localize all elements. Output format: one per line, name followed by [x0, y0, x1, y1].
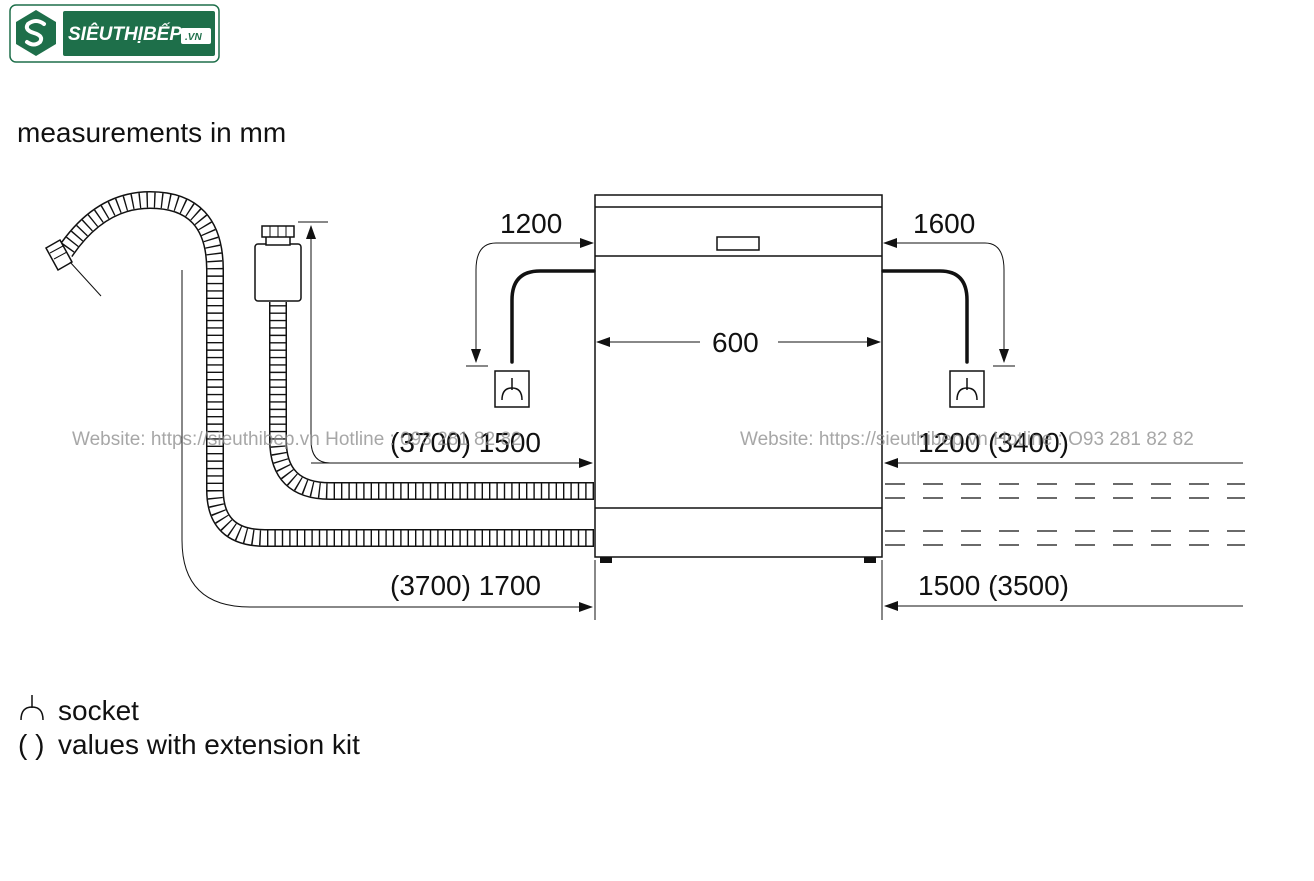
- dim-top-left: 1200: [500, 208, 562, 239]
- water-valve-icon: [254, 225, 302, 302]
- hose-extension-dashes: [885, 483, 1245, 546]
- logo-text: SIÊUTHỊBẾP: [68, 23, 182, 45]
- dim-bottom-left: (3700) 1700: [390, 570, 541, 601]
- right-power-cable: [881, 269, 969, 364]
- watermark-right: Website: https://sieuthibep.vn Hotline :…: [740, 429, 1194, 450]
- watermark-left: Website: https://sieuthibep.vn Hotline :…: [72, 429, 522, 450]
- legend-bracket-symbol: ( ): [18, 729, 44, 760]
- logo-suffix: .VN: [185, 32, 202, 43]
- legend-socket-label: socket: [58, 695, 139, 726]
- left-foot: [600, 557, 612, 563]
- dim-middle-right: 1200 (3400): [918, 427, 1069, 458]
- brand-logo[interactable]: SIÊUTHỊBẾP .VN: [9, 4, 220, 63]
- dim-width: 600: [712, 327, 759, 358]
- control-panel-display: [716, 236, 760, 251]
- inlet-hose: [254, 221, 594, 500]
- legend-bracket-label: values with extension kit: [58, 729, 360, 760]
- drain-nozzle-icon: [44, 238, 74, 272]
- diagram-title: measurements in mm: [17, 117, 286, 148]
- dishwasher-front-view: [594, 194, 883, 563]
- right-socket-icon: [949, 370, 985, 408]
- dim-top-right: 1600: [913, 208, 975, 239]
- drain-hose: [44, 190, 594, 547]
- left-power-cable: [510, 269, 596, 364]
- legend: socket ( ) values with extension kit: [18, 695, 360, 760]
- dim-bottom-right: 1500 (3500): [918, 570, 1069, 601]
- socket-symbol-icon: [20, 695, 44, 721]
- right-foot: [864, 557, 876, 563]
- dim-middle-left: (3700) 1500: [390, 427, 541, 458]
- left-socket-icon: [494, 370, 530, 408]
